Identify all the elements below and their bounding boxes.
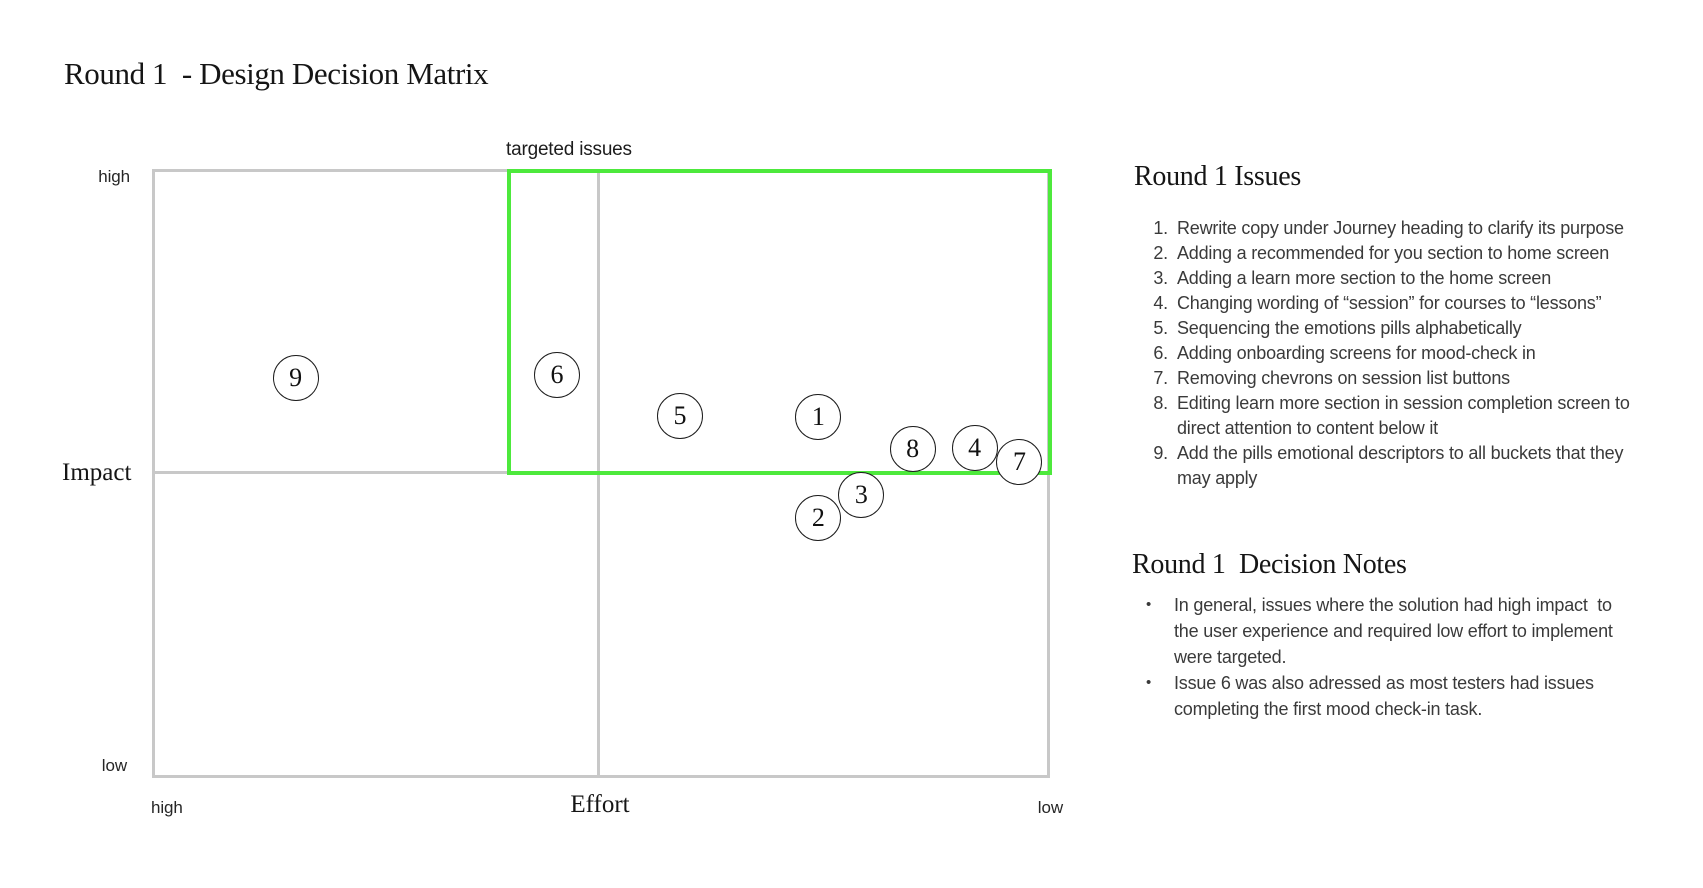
issue-list-item: 7. Removing chevrons on session list but… (1146, 366, 1651, 391)
issue-point-5: 5 (657, 393, 704, 440)
x-axis-high-label: high (151, 798, 183, 817)
issue-point-7: 7 (996, 438, 1043, 485)
issue-text: Adding onboarding screens for mood-check… (1177, 343, 1536, 363)
issue-point-1: 1 (795, 393, 842, 440)
issue-text: Editing learn more section in session co… (1177, 393, 1635, 438)
issue-text: Removing chevrons on session list button… (1177, 368, 1510, 388)
issue-text: Adding a recommended for you section to … (1177, 243, 1610, 263)
decision-note-text: Issue 6 was also adressed as most tester… (1174, 673, 1599, 719)
issues-heading: Round 1 Issues (1134, 161, 1301, 192)
x-axis-title: Effort (570, 791, 630, 818)
issue-number: 7. (1153, 368, 1168, 388)
issue-list-item: 1. Rewrite copy under Journey heading to… (1146, 216, 1651, 241)
bullet-icon: • (1146, 596, 1152, 613)
issue-point-9: 9 (272, 354, 319, 401)
issue-point-4: 4 (951, 424, 998, 471)
issue-point-2: 2 (795, 494, 842, 541)
page-title: Round 1 - Design Decision Matrix (64, 56, 489, 91)
decision-note-item: • In general, issues where the solution … (1146, 592, 1641, 670)
bullet-icon: • (1146, 674, 1152, 691)
decision-notes-heading: Round 1 Decision Notes (1132, 549, 1407, 580)
y-axis-title: Impact (62, 459, 132, 486)
issue-number: 6. (1153, 343, 1168, 363)
targeted-issues-label: targeted issues (506, 139, 632, 160)
issues-list: 1. Rewrite copy under Journey heading to… (1146, 216, 1651, 491)
issue-text: Sequencing the emotions pills alphabetic… (1177, 318, 1522, 338)
issue-number: 8. (1153, 393, 1168, 413)
issue-point-8: 8 (889, 426, 936, 473)
x-axis-low-label: low (1037, 798, 1063, 817)
targeted-issues-region (507, 169, 1052, 475)
issue-list-item: 8. Editing learn more section in session… (1146, 391, 1651, 441)
issue-text: Changing wording of “session” for course… (1177, 293, 1602, 313)
issue-number: 2. (1153, 243, 1168, 263)
issue-point-3: 3 (838, 471, 885, 518)
issue-list-item: 2. Adding a recommended for you section … (1146, 241, 1651, 266)
issue-number: 3. (1153, 268, 1168, 288)
decision-note-item: • Issue 6 was also adressed as most test… (1146, 670, 1641, 722)
decision-note-text: In general, issues where the solution ha… (1174, 595, 1618, 667)
decision-notes-list: • In general, issues where the solution … (1146, 592, 1641, 722)
y-axis-low-label: low (101, 756, 127, 775)
issue-list-item: 9. Add the pills emotional descriptors t… (1146, 441, 1651, 491)
issue-list-item: 4. Changing wording of “session” for cou… (1146, 291, 1651, 316)
issue-text: Add the pills emotional descriptors to a… (1177, 443, 1629, 488)
issue-list-item: 5. Sequencing the emotions pills alphabe… (1146, 316, 1651, 341)
issue-text: Rewrite copy under Journey heading to cl… (1177, 218, 1624, 238)
issue-number: 1. (1153, 218, 1168, 238)
issue-number: 9. (1153, 443, 1168, 463)
issue-point-6: 6 (533, 351, 580, 398)
issue-number: 4. (1153, 293, 1168, 313)
issue-list-item: 3. Adding a learn more section to the ho… (1146, 266, 1651, 291)
issue-number: 5. (1153, 318, 1168, 338)
y-axis-high-label: high (98, 167, 130, 186)
issue-text: Adding a learn more section to the home … (1177, 268, 1552, 288)
issue-list-item: 6. Adding onboarding screens for mood-ch… (1146, 341, 1651, 366)
